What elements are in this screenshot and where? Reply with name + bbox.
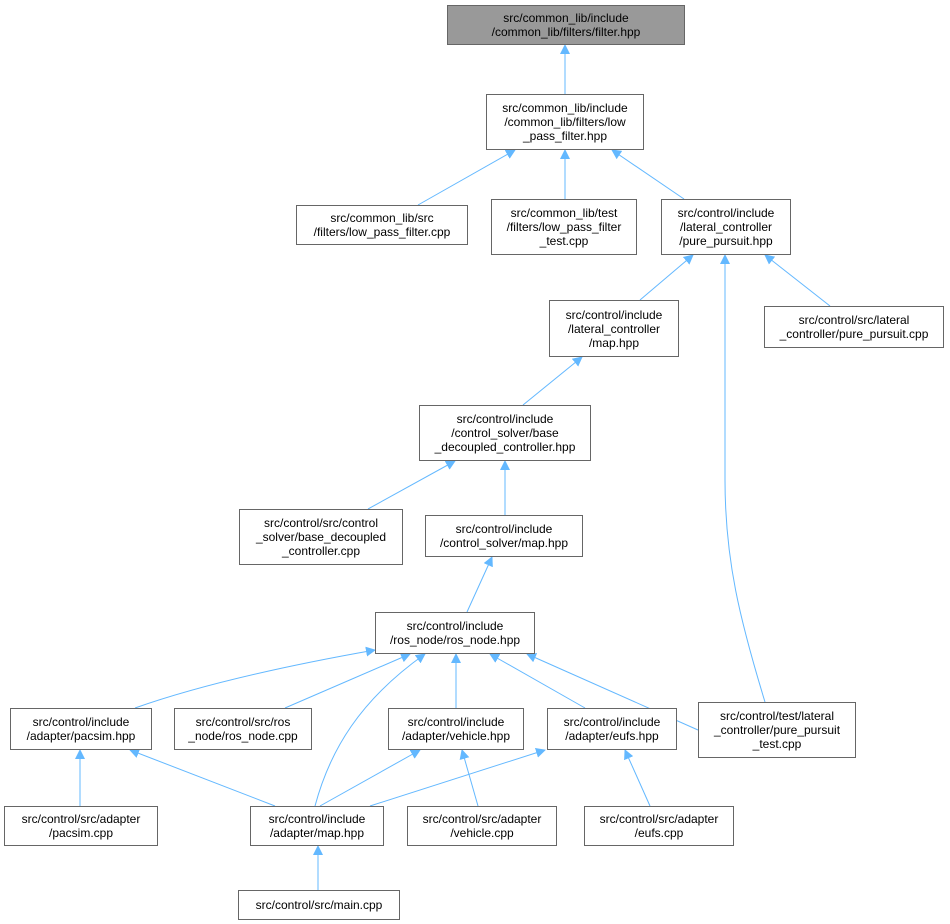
file-node-label-line: /common_lib/filters/low [504, 115, 626, 129]
file-node-label-line: _controller.cpp [281, 544, 361, 558]
file-node-label-line: src/control/include [268, 812, 366, 826]
file-node-label-line: /control_solver/base [451, 426, 559, 440]
file-node[interactable]: src/control/include/control_solver/base_… [419, 405, 591, 461]
file-node[interactable]: src/control/src/adapter/pacsim.cpp [4, 806, 158, 846]
file-node-label-line: src/control/include [406, 619, 504, 633]
file-node-label-line: /adapter/map.hpp [269, 826, 365, 840]
file-node-label-line: _pass_filter.hpp [522, 129, 608, 143]
file-node[interactable]: src/common_lib/test/filters/low_pass_fil… [491, 199, 637, 255]
edge-n17-includes-n13 [319, 749, 421, 807]
file-node[interactable]: src/control/src/adapter/eufs.cpp [584, 806, 734, 846]
file-node-label-line: /pure_pursuit.hpp [679, 234, 773, 248]
edge-n6-includes-n4 [764, 254, 831, 307]
file-node[interactable]: src/control/src/main.cpp [238, 890, 400, 920]
file-node[interactable]: src/control/include/lateral_controller/m… [549, 300, 679, 357]
file-node-label-line: _controller/pure_pursuit [713, 723, 841, 737]
file-node-label-line: src/common_lib/include [503, 11, 629, 25]
edge-n5-includes-n4 [639, 254, 694, 301]
edge-n17-includes-n10 [314, 653, 426, 807]
file-node-label-line: _decoupled_controller.hpp [434, 440, 576, 454]
file-node-label-line: src/common_lib/test [510, 206, 618, 220]
file-node-label-line: src/control/include [407, 715, 505, 729]
file-node[interactable]: src/control/include/adapter/vehicle.hpp [388, 708, 524, 750]
file-node-label-line: src/control/src/lateral [798, 313, 910, 327]
file-node[interactable]: src/control/test/lateral_controller/pure… [698, 702, 856, 758]
file-node[interactable]: src/control/include/adapter/eufs.hpp [547, 708, 677, 750]
file-node-label-line: /common_lib/filters/filter.hpp [491, 25, 641, 39]
file-node-label-line: _node/ros_node.cpp [188, 729, 298, 743]
file-node-label-line: src/control/test/lateral [719, 709, 835, 723]
file-node-label-line: /lateral_controller [679, 220, 773, 234]
edge-n18-includes-n13 [459, 749, 479, 807]
file-node-label-line: src/control/src/adapter [422, 812, 542, 826]
file-node-label-line: src/control/include [455, 522, 553, 536]
root-file-node[interactable]: src/common_lib/include/common_lib/filter… [447, 5, 685, 45]
file-node-label-line: _test.cpp [752, 737, 802, 751]
edge-n4-includes-n1 [611, 149, 685, 200]
file-node-label-line: src/control/include [677, 206, 775, 220]
file-node[interactable]: src/control/include/lateral_controller/p… [661, 199, 791, 255]
file-node[interactable]: src/control/src/lateral_controller/pure_… [764, 306, 944, 348]
file-node-label-line: /filters/low_pass_filter [506, 220, 622, 234]
edge-n19-includes-n14 [624, 749, 651, 807]
file-node-label-line: src/control/src/adapter [599, 812, 719, 826]
file-node-label-line: _solver/base_decoupled [255, 530, 387, 544]
file-node-label-line: src/control/include [563, 715, 661, 729]
file-node-label-line: /adapter/vehicle.hpp [401, 729, 511, 743]
file-node-label-line: /vehicle.cpp [450, 826, 514, 840]
file-node-label-line: /adapter/eufs.hpp [565, 729, 659, 743]
edge-n10-includes-n9 [466, 556, 493, 613]
file-node-label-line: src/control/include [456, 412, 554, 426]
file-node-label-line: src/control/src/control [263, 516, 379, 530]
file-node-label-line: /control_solver/map.hpp [439, 536, 569, 550]
file-node-label-line: _test.cpp [539, 234, 589, 248]
file-node[interactable]: src/common_lib/src/filters/low_pass_filt… [296, 205, 468, 245]
file-node-label-line: src/common_lib/src [330, 211, 434, 225]
file-node-label-line: /eufs.cpp [634, 826, 684, 840]
file-node-label-line: /adapter/pacsim.hpp [26, 729, 136, 743]
file-node-label-line: src/control/src/main.cpp [255, 898, 383, 912]
file-node-label-line: src/control/include [32, 715, 130, 729]
file-node-label-line: /filters/low_pass_filter.cpp [313, 225, 451, 239]
file-node[interactable]: src/common_lib/include/common_lib/filter… [486, 94, 644, 150]
file-node-label-line: src/control/include [565, 307, 663, 322]
edge-n14-includes-n10 [489, 653, 586, 709]
edge-n7-includes-n5 [522, 356, 583, 406]
edge-n2-includes-n1 [417, 149, 516, 206]
file-node[interactable]: src/control/include/control_solver/map.h… [425, 515, 583, 557]
file-node-label-line: src/control/src/ros [195, 715, 291, 729]
file-node[interactable]: src/control/src/ros_node/ros_node.cpp [174, 708, 312, 750]
file-node-label-line: src/common_lib/include [502, 101, 628, 115]
file-node-label-line: /map.hpp [588, 335, 640, 350]
file-node[interactable]: src/control/include/adapter/pacsim.hpp [10, 708, 152, 750]
edge-n17-includes-n11 [129, 748, 276, 807]
edge-n15-includes-n4 [720, 254, 766, 703]
file-node-label-line: _controller/pure_pursuit.cpp [779, 327, 929, 341]
edge-n12-includes-n10 [284, 652, 411, 709]
edge-n11-includes-n10 [134, 646, 376, 709]
file-node-label-line: src/control/src/adapter [21, 812, 141, 826]
edge-n17-includes-n14 [369, 747, 546, 807]
file-node[interactable]: src/control/src/control_solver/base_deco… [239, 509, 403, 565]
file-node[interactable]: src/control/include/ros_node/ros_node.hp… [375, 612, 535, 654]
file-node-label-line: /lateral_controller [567, 321, 661, 336]
edge-n8-includes-n7 [367, 460, 456, 510]
file-node[interactable]: src/control/src/adapter/vehicle.cpp [407, 806, 557, 846]
file-node-label-line: /pacsim.cpp [48, 826, 114, 840]
file-node[interactable]: src/control/include/adapter/map.hpp [250, 806, 384, 846]
file-node-label-line: /ros_node/ros_node.hpp [389, 633, 521, 647]
